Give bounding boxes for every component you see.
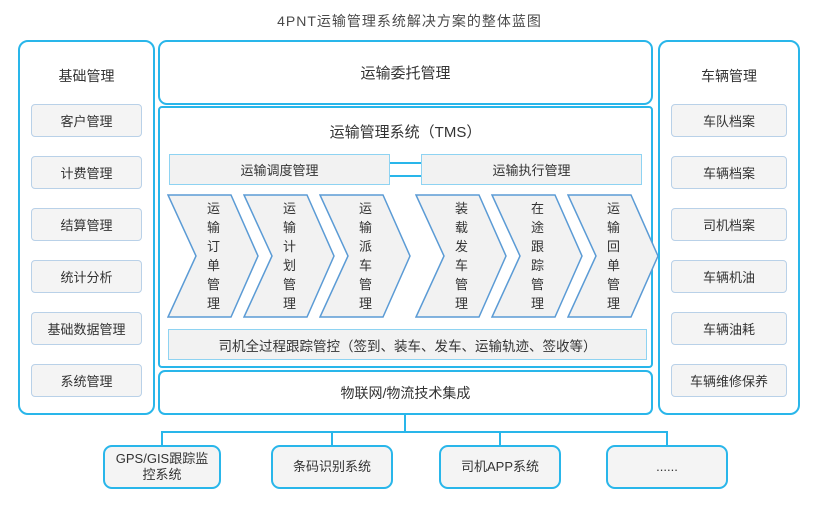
connector-horizontal <box>161 431 668 433</box>
chevron-shape <box>415 194 507 318</box>
chevron-shape <box>491 194 583 318</box>
item-basic-data-management: 基础数据管理 <box>31 312 142 345</box>
barcode-system-box: 条码识别系统 <box>271 445 393 489</box>
transport-execution-box: 运输执行管理 <box>421 154 642 185</box>
connector-drop-app <box>499 431 501 445</box>
basic-management-heading: 基础管理 <box>58 68 115 84</box>
basic-management-items: 客户管理 计费管理 结算管理 统计分析 基础数据管理 系统管理 <box>20 104 153 397</box>
chevron-receipt-management: 运输回单管理 <box>567 194 660 318</box>
chevron-shape <box>319 194 411 318</box>
chevron-label: 运输回单管理 <box>606 201 620 311</box>
chevron-label: 运输计划管理 <box>282 201 296 311</box>
chevron-label: 在途跟踪管理 <box>530 201 544 311</box>
tms-container: 运输管理系统（TMS） 运输调度管理 运输执行管理 运输订单管理 运输计划管理 … <box>158 106 659 368</box>
item-driver-archive: 司机档案 <box>671 208 787 241</box>
chevron-transport-order: 运输订单管理 <box>167 194 260 318</box>
chevron-label-wrap: 在途跟踪管理 <box>491 194 584 318</box>
connector-drop-gps <box>161 431 163 445</box>
chevron-label: 运输派车管理 <box>358 201 372 311</box>
chevron-in-transit-tracking: 在途跟踪管理 <box>491 194 584 318</box>
item-fuel-consumption: 车辆油耗 <box>671 312 787 345</box>
vehicle-management-panel: 车辆管理 车队档案 车辆档案 司机档案 车辆机油 车辆油耗 车辆维修保养 <box>658 40 800 415</box>
chevron-label-wrap: 装载发车管理 <box>415 194 508 318</box>
item-vehicle-oil: 车辆机油 <box>671 260 787 293</box>
basic-management-panel: 基础管理 客户管理 计费管理 结算管理 统计分析 基础数据管理 系统管理 <box>18 40 155 415</box>
chevron-shape <box>243 194 335 318</box>
vehicle-management-items: 车队档案 车辆档案 司机档案 车辆机油 车辆油耗 车辆维修保养 <box>660 104 798 397</box>
transport-dispatch-box: 运输调度管理 <box>169 154 390 185</box>
chevron-loading-departure: 装载发车管理 <box>415 194 508 318</box>
iot-integration-box: 物联网/物流技术集成 <box>158 370 653 415</box>
connector-trunk <box>404 415 406 432</box>
driver-app-system-box: 司机APP系统 <box>439 445 561 489</box>
connector-drop-more <box>666 431 668 445</box>
dispatch-execution-connector <box>390 162 421 177</box>
chevron-transport-plan: 运输计划管理 <box>243 194 336 318</box>
connector-drop-barcode <box>331 431 333 445</box>
transport-commission-box: 运输委托管理 <box>158 40 653 105</box>
chevron-shape <box>167 194 259 318</box>
page-title: 4PNT运输管理系统解决方案的整体蓝图 <box>277 13 542 29</box>
more-systems-box: ...... <box>606 445 728 489</box>
driver-tracking-box: 司机全过程跟踪管控（签到、装车、发车、运输轨迹、签收等） <box>168 329 647 360</box>
chevron-label: 运输订单管理 <box>206 201 220 311</box>
chevron-label-wrap: 运输计划管理 <box>243 194 336 318</box>
item-vehicle-archive: 车辆档案 <box>671 156 787 189</box>
item-statistics-analysis: 统计分析 <box>31 260 142 293</box>
chevron-shape <box>567 194 659 318</box>
item-settlement-management: 结算管理 <box>31 208 142 241</box>
chevron-label: 装载发车管理 <box>454 201 468 311</box>
chevron-label-wrap: 运输订单管理 <box>167 194 260 318</box>
gps-gis-system-box: GPS/GIS跟踪监控系统 <box>103 445 221 489</box>
tms-title: 运输管理系统（TMS） <box>329 124 482 141</box>
item-fleet-archive: 车队档案 <box>671 104 787 137</box>
vehicle-management-heading: 车辆管理 <box>701 68 757 84</box>
item-system-management: 系统管理 <box>31 364 142 397</box>
item-vehicle-maintenance: 车辆维修保养 <box>671 364 787 397</box>
item-billing-management: 计费管理 <box>31 156 142 189</box>
item-customer-management: 客户管理 <box>31 104 142 137</box>
chevron-vehicle-assignment: 运输派车管理 <box>319 194 412 318</box>
chevron-label-wrap: 运输派车管理 <box>319 194 412 318</box>
chevron-label-wrap: 运输回单管理 <box>567 194 660 318</box>
